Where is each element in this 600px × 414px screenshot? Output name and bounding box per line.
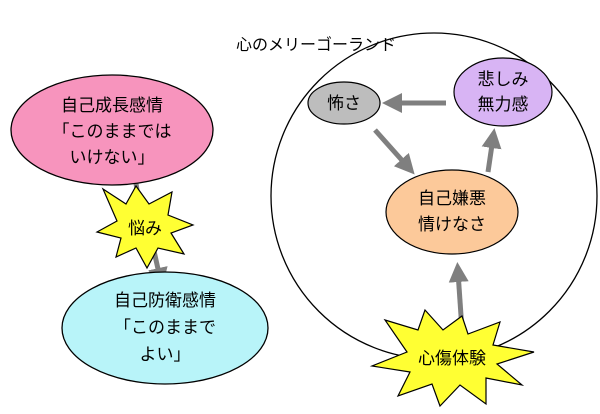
sadness-line-2: 無力感 [478, 95, 529, 115]
trauma-label: 心傷体験 [418, 349, 486, 369]
arrow-selfhate-to-sad [481, 128, 502, 173]
fear-label: 怖さ [327, 94, 361, 114]
arrow-fear-to-selfhate [373, 128, 415, 175]
defense-line-1: 自己防衛感情 [114, 291, 216, 311]
trauma-node: 心傷体験 [369, 308, 535, 408]
self-hate-node: 自己嫌悪 情けなさ [385, 169, 519, 255]
defense-line-2: 「このままで [114, 318, 216, 338]
sadness-node: 悲しみ 無力感 [453, 57, 553, 127]
sadness-shape [453, 57, 553, 127]
self-hate-line-2: 情けなさ [418, 215, 486, 235]
fear-shape [307, 81, 381, 125]
growth-emotion-node: 自己成長感情 「このままでは いけない」 [10, 74, 214, 186]
growth-line-3: いけない」 [70, 148, 155, 168]
worry-burst-shape [95, 184, 195, 270]
fear-node: 怖さ [307, 81, 381, 125]
growth-emotion-shape [10, 74, 214, 186]
worry-label: 悩み [128, 219, 162, 239]
defense-emotion-node: 自己防衛感情 「このままで よい」 [61, 271, 269, 385]
sadness-line-1: 悲しみ [478, 70, 529, 90]
self-hate-line-1: 自己嫌悪 [418, 189, 486, 209]
growth-line-1: 自己成長感情 [61, 96, 163, 116]
defense-emotion-shape [61, 271, 269, 385]
self-hate-shape [385, 169, 519, 255]
defense-line-3: よい」 [140, 345, 191, 365]
trauma-burst-shape [369, 308, 535, 408]
merry-go-round-title: 心のメリーゴーランド [236, 35, 396, 54]
worry-node: 悩み [95, 184, 195, 270]
growth-line-2: 「このままでは [53, 122, 172, 142]
